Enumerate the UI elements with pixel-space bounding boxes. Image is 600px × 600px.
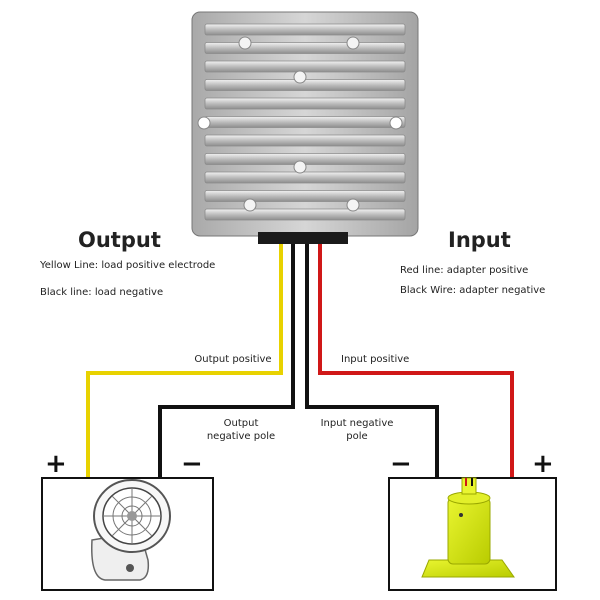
mount-hole-left bbox=[197, 116, 211, 130]
input-note-black: Black Wire: adapter negative bbox=[400, 285, 546, 296]
output-note-black: Black line: load negative bbox=[40, 287, 164, 298]
output-positive-label: Output positive bbox=[194, 354, 272, 365]
battery-adapter-icon bbox=[421, 477, 515, 578]
input-negative-wire bbox=[305, 244, 439, 478]
cable-grommet bbox=[258, 232, 348, 244]
screw-hole bbox=[243, 198, 257, 212]
dc-converter-module bbox=[191, 11, 419, 244]
wires bbox=[86, 244, 514, 478]
screw-hole bbox=[293, 70, 307, 84]
input-positive-label: Input positive bbox=[341, 354, 410, 365]
heatsink-fin bbox=[204, 23, 406, 36]
heatsink-fin bbox=[204, 171, 406, 184]
input-negative-label-line2: pole bbox=[346, 431, 368, 442]
output-negative-wire bbox=[158, 244, 295, 478]
load-plus-sign: + bbox=[45, 449, 67, 479]
screw-hole bbox=[293, 160, 307, 174]
output-note-yellow: Yellow Line: load positive electrode bbox=[40, 260, 216, 271]
input-note-red: Red line: adapter positive bbox=[400, 265, 529, 276]
heatsink-fin bbox=[204, 60, 406, 73]
input-positive-wire bbox=[318, 244, 514, 478]
output-positive-wire bbox=[86, 244, 283, 478]
heatsink-fin bbox=[204, 134, 406, 147]
output-negative-label-line1: Output bbox=[223, 418, 259, 429]
heatsink-fin bbox=[204, 190, 406, 202]
heatsink-fin bbox=[204, 97, 406, 110]
heatsink-fins bbox=[204, 23, 406, 221]
input-negative-label: Input negative pole bbox=[312, 417, 402, 443]
output-negative-label: Output negative pole bbox=[196, 417, 286, 443]
input-negative-label-line1: Input negative bbox=[320, 418, 394, 429]
output-heading: Output bbox=[78, 228, 161, 252]
mount-hole-right bbox=[389, 116, 403, 130]
heatsink-fin bbox=[204, 116, 406, 128]
fan-icon bbox=[91, 479, 171, 581]
heatsink-fin bbox=[204, 208, 406, 221]
screw-hole bbox=[346, 198, 360, 212]
heatsink-fin bbox=[204, 42, 406, 54]
screw-hole bbox=[238, 36, 252, 50]
screw-hole bbox=[346, 36, 360, 50]
input-heading: Input bbox=[448, 228, 511, 252]
source-plus-sign: + bbox=[532, 449, 554, 479]
source-minus-sign: − bbox=[390, 449, 412, 479]
output-negative-label-line2: negative pole bbox=[206, 431, 276, 442]
load-minus-sign: − bbox=[181, 449, 203, 479]
